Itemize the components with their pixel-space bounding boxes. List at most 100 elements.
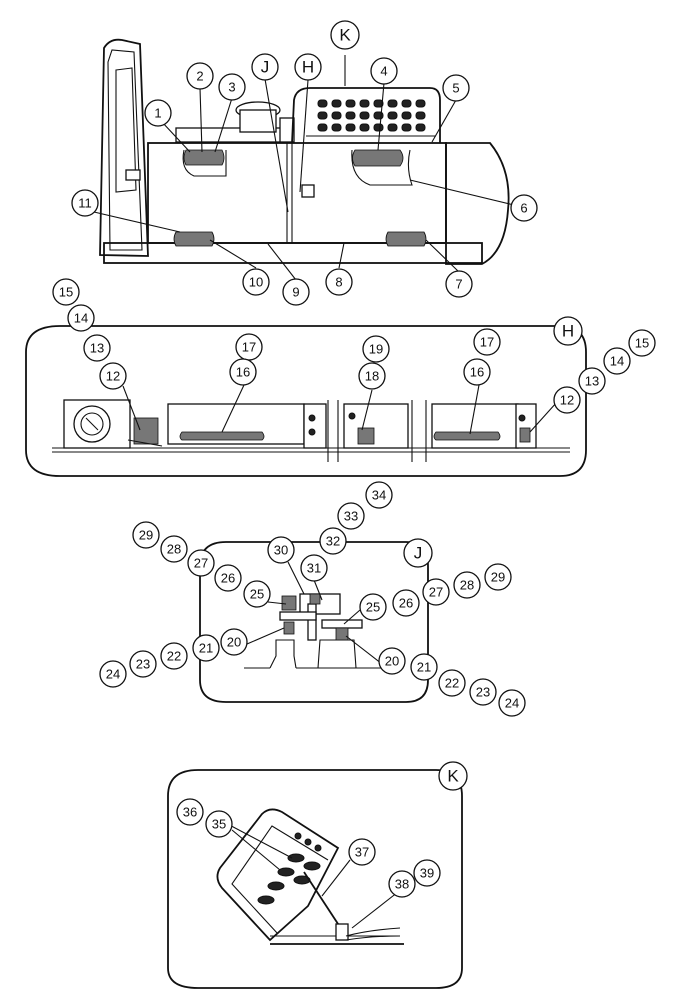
svg-text:37: 37 bbox=[355, 845, 369, 860]
svg-text:21: 21 bbox=[417, 660, 431, 675]
detail-k-letter: K bbox=[438, 761, 468, 791]
main-leaders bbox=[93, 55, 519, 281]
callout-24-left: 24 bbox=[99, 660, 127, 688]
svg-text:8: 8 bbox=[335, 275, 342, 290]
svg-text:6: 6 bbox=[520, 201, 527, 216]
callout-26-left: 26 bbox=[214, 564, 242, 592]
svg-text:5: 5 bbox=[452, 81, 459, 96]
callout-1: 1 bbox=[144, 99, 172, 127]
svg-text:20: 20 bbox=[227, 635, 241, 650]
callout-15-left: 15 bbox=[52, 278, 80, 306]
svg-text:28: 28 bbox=[167, 542, 181, 557]
view-letter-j: J bbox=[251, 53, 279, 81]
callout-29-right: 29 bbox=[484, 563, 512, 591]
svg-text:14: 14 bbox=[610, 354, 624, 369]
svg-text:14: 14 bbox=[74, 311, 88, 326]
svg-text:12: 12 bbox=[560, 393, 574, 408]
detail-k-leaders bbox=[219, 819, 399, 929]
svg-text:29: 29 bbox=[139, 528, 153, 543]
svg-text:38: 38 bbox=[395, 877, 409, 892]
machine-side-view bbox=[99, 38, 510, 265]
callout-12-right: 12 bbox=[553, 386, 581, 414]
svg-text:17: 17 bbox=[242, 340, 256, 355]
callout-21-right: 21 bbox=[410, 653, 438, 681]
svg-text:19: 19 bbox=[369, 342, 383, 357]
svg-text:9: 9 bbox=[292, 285, 299, 300]
callout-13-left: 13 bbox=[83, 334, 111, 362]
svg-text:26: 26 bbox=[221, 571, 235, 586]
main-callouts: 1 2 3 4 5 6 7 8 9 10 11 bbox=[71, 57, 538, 306]
svg-text:36: 36 bbox=[183, 805, 197, 820]
callout-5: 5 bbox=[442, 74, 470, 102]
svg-text:17: 17 bbox=[480, 335, 494, 350]
svg-text:22: 22 bbox=[445, 676, 459, 691]
callout-16-right: 16 bbox=[463, 358, 491, 386]
detail-k-callouts: 36 35 37 38 39 bbox=[176, 798, 441, 898]
svg-text:J: J bbox=[414, 544, 423, 563]
callout-19: 19 bbox=[362, 335, 390, 363]
callout-17-right: 17 bbox=[473, 328, 501, 356]
callout-27-right: 27 bbox=[422, 578, 450, 606]
callout-28-left: 28 bbox=[160, 535, 188, 563]
svg-text:35: 35 bbox=[212, 817, 226, 832]
svg-text:24: 24 bbox=[106, 667, 120, 682]
detail-h-view bbox=[25, 325, 587, 477]
svg-text:J: J bbox=[261, 58, 270, 77]
svg-text:3: 3 bbox=[228, 80, 235, 95]
svg-text:39: 39 bbox=[420, 866, 434, 881]
callout-29-left: 29 bbox=[132, 521, 160, 549]
svg-text:11: 11 bbox=[78, 196, 92, 211]
callout-33: 33 bbox=[337, 502, 365, 530]
svg-text:H: H bbox=[302, 58, 314, 77]
svg-text:2: 2 bbox=[196, 69, 203, 84]
callout-25-left: 25 bbox=[243, 580, 271, 608]
svg-text:25: 25 bbox=[250, 587, 264, 602]
callout-13-right: 13 bbox=[578, 367, 606, 395]
svg-text:4: 4 bbox=[380, 64, 387, 79]
callout-23-right: 23 bbox=[469, 678, 497, 706]
callout-26-right: 26 bbox=[392, 589, 420, 617]
callout-17-left: 17 bbox=[235, 333, 263, 361]
svg-text:1: 1 bbox=[154, 106, 161, 121]
detail-j-leaders bbox=[246, 561, 383, 665]
callout-20-right: 20 bbox=[378, 647, 406, 675]
detail-h-letter: H bbox=[553, 316, 583, 346]
svg-text:26: 26 bbox=[399, 596, 413, 611]
callout-21-left: 21 bbox=[192, 634, 220, 662]
callout-12-left: 12 bbox=[99, 362, 127, 390]
view-letter-k: K bbox=[330, 20, 360, 50]
svg-text:33: 33 bbox=[344, 509, 358, 524]
callout-32: 32 bbox=[319, 527, 347, 555]
svg-text:32: 32 bbox=[326, 534, 340, 549]
callout-22-left: 22 bbox=[160, 642, 188, 670]
callout-25-right: 25 bbox=[359, 593, 387, 621]
callout-4: 4 bbox=[370, 57, 398, 85]
svg-text:15: 15 bbox=[635, 336, 649, 351]
svg-text:16: 16 bbox=[470, 365, 484, 380]
svg-text:13: 13 bbox=[585, 374, 599, 389]
callout-11: 11 bbox=[71, 189, 99, 217]
svg-text:23: 23 bbox=[136, 657, 150, 672]
callout-6: 6 bbox=[510, 194, 538, 222]
detail-h-leaders bbox=[122, 384, 558, 435]
svg-text:24: 24 bbox=[505, 696, 519, 711]
svg-text:30: 30 bbox=[274, 543, 288, 558]
svg-text:16: 16 bbox=[236, 365, 250, 380]
callout-15-right: 15 bbox=[628, 329, 656, 357]
callout-20-left: 20 bbox=[220, 628, 248, 656]
svg-text:13: 13 bbox=[90, 341, 104, 356]
svg-text:27: 27 bbox=[429, 585, 443, 600]
callout-39: 39 bbox=[413, 859, 441, 887]
svg-text:31: 31 bbox=[307, 561, 321, 576]
detail-j-callouts: 29 28 27 26 25 30 34 33 32 31 25 26 27 2… bbox=[99, 481, 526, 717]
callout-36: 36 bbox=[176, 798, 204, 826]
callout-35: 35 bbox=[205, 810, 233, 838]
svg-text:25: 25 bbox=[366, 600, 380, 615]
callout-3: 3 bbox=[218, 73, 246, 101]
callout-10: 10 bbox=[242, 268, 270, 296]
callout-28-right: 28 bbox=[453, 571, 481, 599]
callout-8: 8 bbox=[325, 268, 353, 296]
callout-30: 30 bbox=[267, 536, 295, 564]
view-letter-h: H bbox=[294, 53, 322, 81]
callout-27-left: 27 bbox=[187, 549, 215, 577]
